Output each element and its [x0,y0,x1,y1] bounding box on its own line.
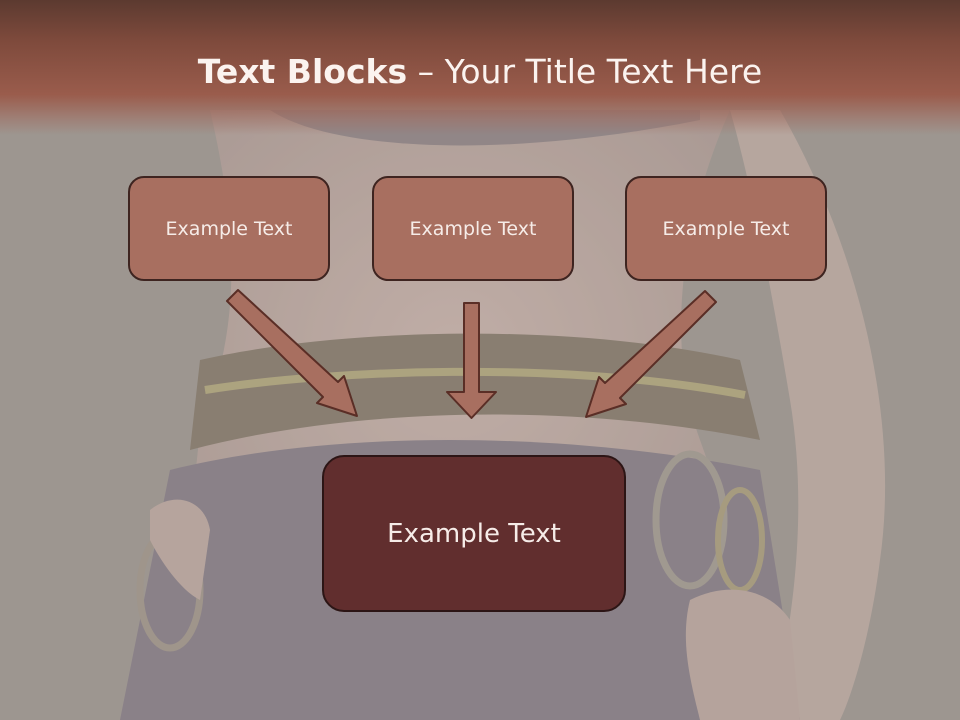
title-bar [0,0,960,135]
text-block-main-label: Example Text [387,518,561,549]
text-block-center-label: Example Text [409,217,537,240]
title-rest: Your Title Text Here [444,52,763,91]
text-block-right-label: Example Text [662,217,790,240]
arrow-down-icon [446,302,497,419]
text-block-main[interactable]: Example Text [322,455,626,612]
text-block-left[interactable]: Example Text [128,176,330,281]
arrow-right-icon [585,290,717,418]
arrow-left-icon [226,289,358,417]
text-block-left-label: Example Text [165,217,293,240]
text-block-right[interactable]: Example Text [625,176,827,281]
slide-title: Text Blocks – Your Title Text Here [0,52,960,91]
text-block-center[interactable]: Example Text [372,176,574,281]
title-bold-part: Text Blocks [197,52,408,91]
title-separator: – [407,52,445,91]
